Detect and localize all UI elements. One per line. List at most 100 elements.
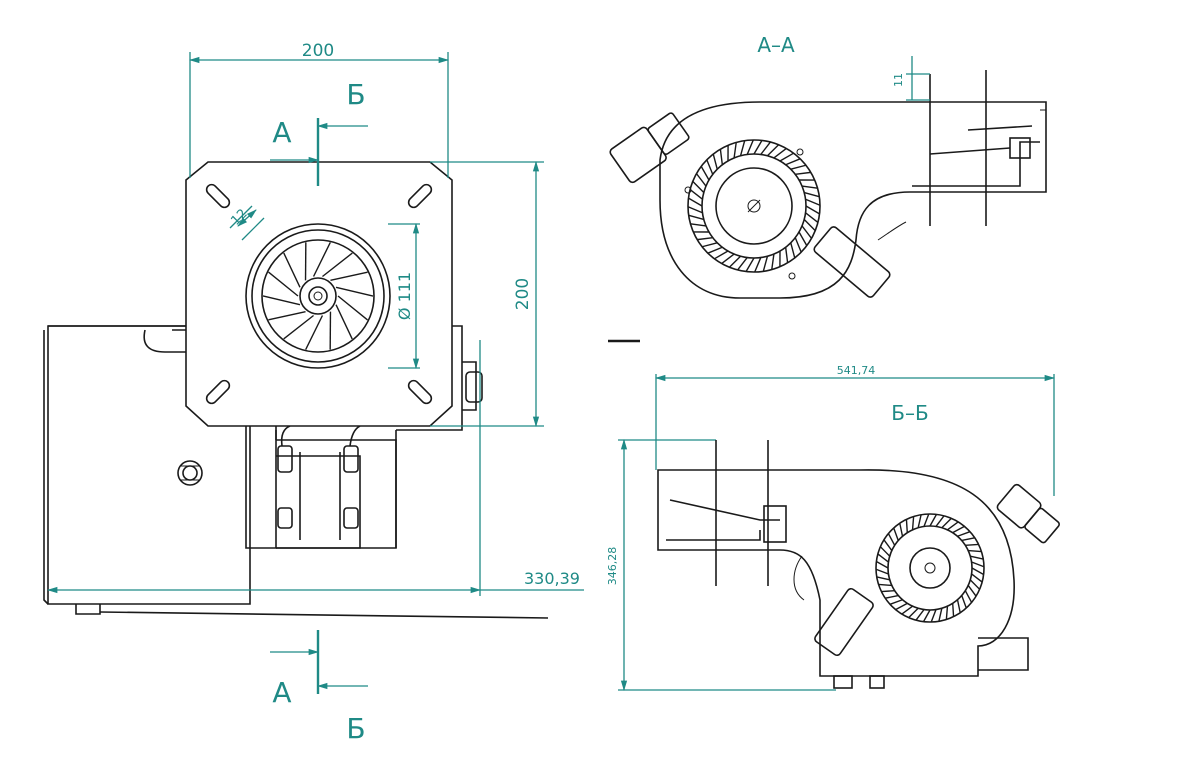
fan-blade bbox=[335, 286, 374, 297]
fan-blade bbox=[692, 180, 705, 194]
fan-blade bbox=[965, 543, 979, 546]
section-bb-view: 541,74 Б–Б 346,28 bbox=[606, 364, 1060, 692]
front-dimensions bbox=[46, 52, 584, 694]
fan-blade bbox=[721, 253, 735, 265]
fan-blade bbox=[956, 599, 961, 613]
fan-blade bbox=[771, 253, 775, 270]
fan-blade bbox=[760, 141, 771, 155]
fan-blade bbox=[706, 159, 714, 175]
fan-blade bbox=[805, 205, 820, 215]
dim-width-label: 200 bbox=[302, 41, 334, 61]
fan-blade bbox=[337, 295, 368, 321]
fan-blade bbox=[701, 242, 718, 248]
fan-blade bbox=[885, 594, 899, 599]
fan-blade bbox=[935, 515, 945, 527]
fan-blade bbox=[695, 173, 707, 187]
fan-blade bbox=[879, 546, 891, 557]
fan-blade bbox=[947, 521, 959, 531]
fan-blade bbox=[901, 605, 913, 615]
dim-bb-length-label: 541,74 bbox=[837, 364, 876, 377]
dim-aa-small-label: 11 bbox=[892, 73, 905, 87]
mounting-flange bbox=[185, 161, 453, 427]
transformer-aa bbox=[609, 112, 690, 184]
burner-housing bbox=[43, 325, 549, 619]
section-a-top-label: А bbox=[272, 116, 291, 149]
fan-blade bbox=[877, 553, 889, 563]
fan-blade bbox=[794, 237, 802, 253]
fan-blade bbox=[335, 304, 353, 340]
fan-blade bbox=[773, 147, 787, 159]
fan-blade bbox=[971, 567, 984, 576]
fan-blade bbox=[689, 189, 703, 200]
fan-blade bbox=[964, 590, 973, 603]
fan-blade bbox=[746, 139, 754, 155]
fan-blade bbox=[961, 595, 967, 609]
fan-blade bbox=[712, 153, 718, 170]
fan-blade bbox=[875, 568, 889, 575]
fan-blade bbox=[908, 607, 919, 619]
fan-blade bbox=[745, 257, 755, 272]
fan-blade bbox=[883, 539, 893, 551]
fan-blade bbox=[930, 609, 937, 623]
capacitor-aa bbox=[813, 226, 891, 298]
fan-blade bbox=[969, 579, 981, 590]
fan-blade bbox=[968, 549, 982, 553]
fan-blade bbox=[795, 171, 811, 176]
fan-blade bbox=[876, 576, 890, 581]
fan-blade bbox=[687, 206, 703, 214]
fan-blade bbox=[790, 242, 796, 259]
fan-blade bbox=[779, 152, 794, 162]
fan-blade bbox=[952, 525, 965, 534]
fan-blades bbox=[262, 242, 374, 350]
fan-blade bbox=[707, 246, 723, 254]
fan-blade bbox=[737, 257, 748, 271]
fan-blade bbox=[728, 255, 742, 268]
fan-blade bbox=[719, 149, 724, 165]
fan-blade bbox=[283, 252, 301, 288]
section-a-bottom-label: А bbox=[272, 676, 291, 709]
fan-blade bbox=[915, 609, 925, 621]
fan-blade bbox=[893, 527, 899, 541]
fan-blade bbox=[938, 608, 943, 622]
fan-blade bbox=[262, 295, 301, 306]
fan-blade bbox=[801, 225, 813, 239]
fan-blade bbox=[785, 158, 801, 166]
fan-blade bbox=[889, 599, 903, 605]
fan-blade bbox=[941, 517, 952, 529]
fan-blade bbox=[688, 197, 703, 207]
fan-blade bbox=[952, 603, 955, 617]
fan-blade bbox=[312, 242, 331, 277]
fan-blade bbox=[305, 315, 324, 350]
fan-blade bbox=[697, 236, 713, 241]
fan-blade bbox=[804, 191, 820, 198]
fan-blade bbox=[690, 223, 707, 227]
fan-blade bbox=[700, 166, 710, 181]
fan-blade bbox=[923, 513, 930, 527]
capacitor-bb bbox=[814, 587, 874, 657]
fan-blade bbox=[739, 140, 746, 156]
fan-blade bbox=[881, 590, 895, 593]
fan-blade bbox=[971, 573, 983, 583]
fan-blade bbox=[922, 609, 931, 622]
fan-blade bbox=[753, 140, 763, 155]
fan-blade bbox=[803, 218, 816, 232]
fan-blade bbox=[268, 271, 299, 297]
fan-blade bbox=[754, 257, 762, 273]
fan-blade bbox=[917, 514, 922, 528]
fan-blade bbox=[970, 555, 984, 560]
section-bb-title: Б–Б bbox=[891, 401, 928, 425]
fan-blades-bb bbox=[875, 513, 985, 623]
fan-blade bbox=[878, 583, 892, 587]
fan-blade bbox=[929, 514, 938, 527]
dim-diameter-label: Ø 111 bbox=[395, 272, 414, 320]
fan-blade bbox=[733, 142, 737, 159]
section-aa-view: А–А 11 bbox=[609, 33, 1047, 299]
fan-blade bbox=[887, 533, 896, 546]
dim-depth-label: 330,39 bbox=[524, 569, 580, 588]
fan-blade bbox=[714, 250, 729, 260]
dim-bb-height-label: 346,28 bbox=[606, 547, 619, 586]
fan-blade bbox=[945, 606, 949, 620]
section-b-bottom-label: Б bbox=[346, 712, 365, 745]
fan-blade bbox=[330, 271, 368, 282]
